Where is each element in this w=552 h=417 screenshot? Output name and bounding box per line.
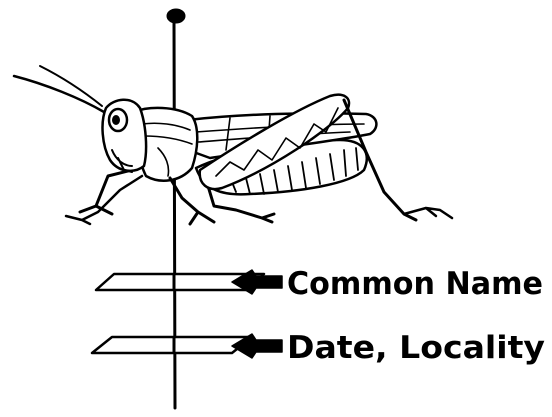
grasshopper-illustration	[14, 66, 452, 224]
date-locality-label: Date, Locality	[287, 330, 545, 366]
lower-label-card	[92, 337, 252, 353]
grasshopper-front-leg	[80, 170, 132, 214]
pin-head	[167, 9, 185, 23]
grasshopper-antenna	[14, 76, 104, 112]
lower-label-paper	[92, 337, 252, 353]
common-name-label: Common Name	[287, 266, 543, 302]
grasshopper-eye-pupil	[112, 115, 120, 125]
